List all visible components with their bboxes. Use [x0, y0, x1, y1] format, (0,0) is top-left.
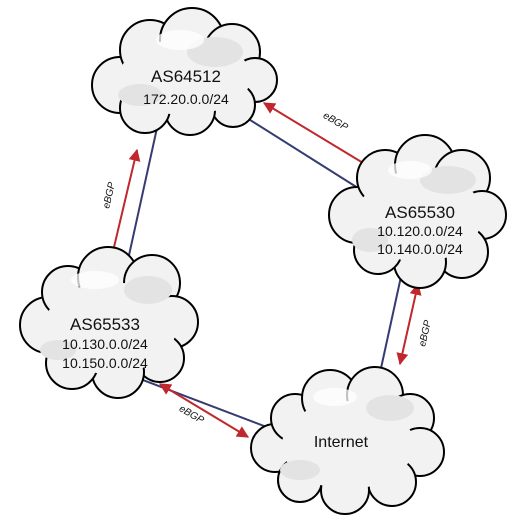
- node-network-as65530-1: 10.120.0.0/24: [377, 223, 463, 239]
- ebgp-label-left: eBGP: [101, 181, 118, 210]
- node-title-internet: Internet: [314, 434, 369, 451]
- cloud-as65533: AS65533 10.130.0.0/24 10.150.0.0/24: [19, 246, 199, 399]
- ebgp-label-top: eBGP: [321, 110, 350, 133]
- ebgp-arrow-as65530-internet: [396, 282, 422, 366]
- link-as65533-internet: [134, 376, 273, 430]
- node-title-as65530: AS65530: [385, 203, 455, 222]
- node-network-as65533-1: 10.130.0.0/24: [62, 336, 148, 352]
- ebgp-label-right: eBGP: [417, 319, 434, 348]
- ebgp-arrow-as65533-internet: [158, 383, 250, 438]
- node-network-as64512-1: 172.20.0.0/24: [143, 91, 229, 107]
- link-as65530-internet: [377, 271, 403, 383]
- ebgp-arrow-as64512-as65533: [106, 148, 141, 266]
- node-title-as64512: AS64512: [151, 67, 221, 86]
- cloud-internet: Internet: [250, 366, 445, 515]
- ebgp-arrows: [106, 102, 422, 438]
- ebgp-arrow-as64512-as65530: [262, 102, 380, 173]
- node-network-as65530-2: 10.140.0.0/24: [377, 241, 463, 257]
- cloud-as64512: AS64512 172.20.0.0/24: [91, 7, 278, 136]
- ebgp-label-bottom: eBGP: [177, 403, 206, 426]
- node-network-as65533-2: 10.150.0.0/24: [62, 355, 148, 371]
- cloud-as65530: AS65530 10.120.0.0/24 10.140.0.0/24: [328, 134, 507, 289]
- node-title-as65533: AS65533: [70, 315, 140, 334]
